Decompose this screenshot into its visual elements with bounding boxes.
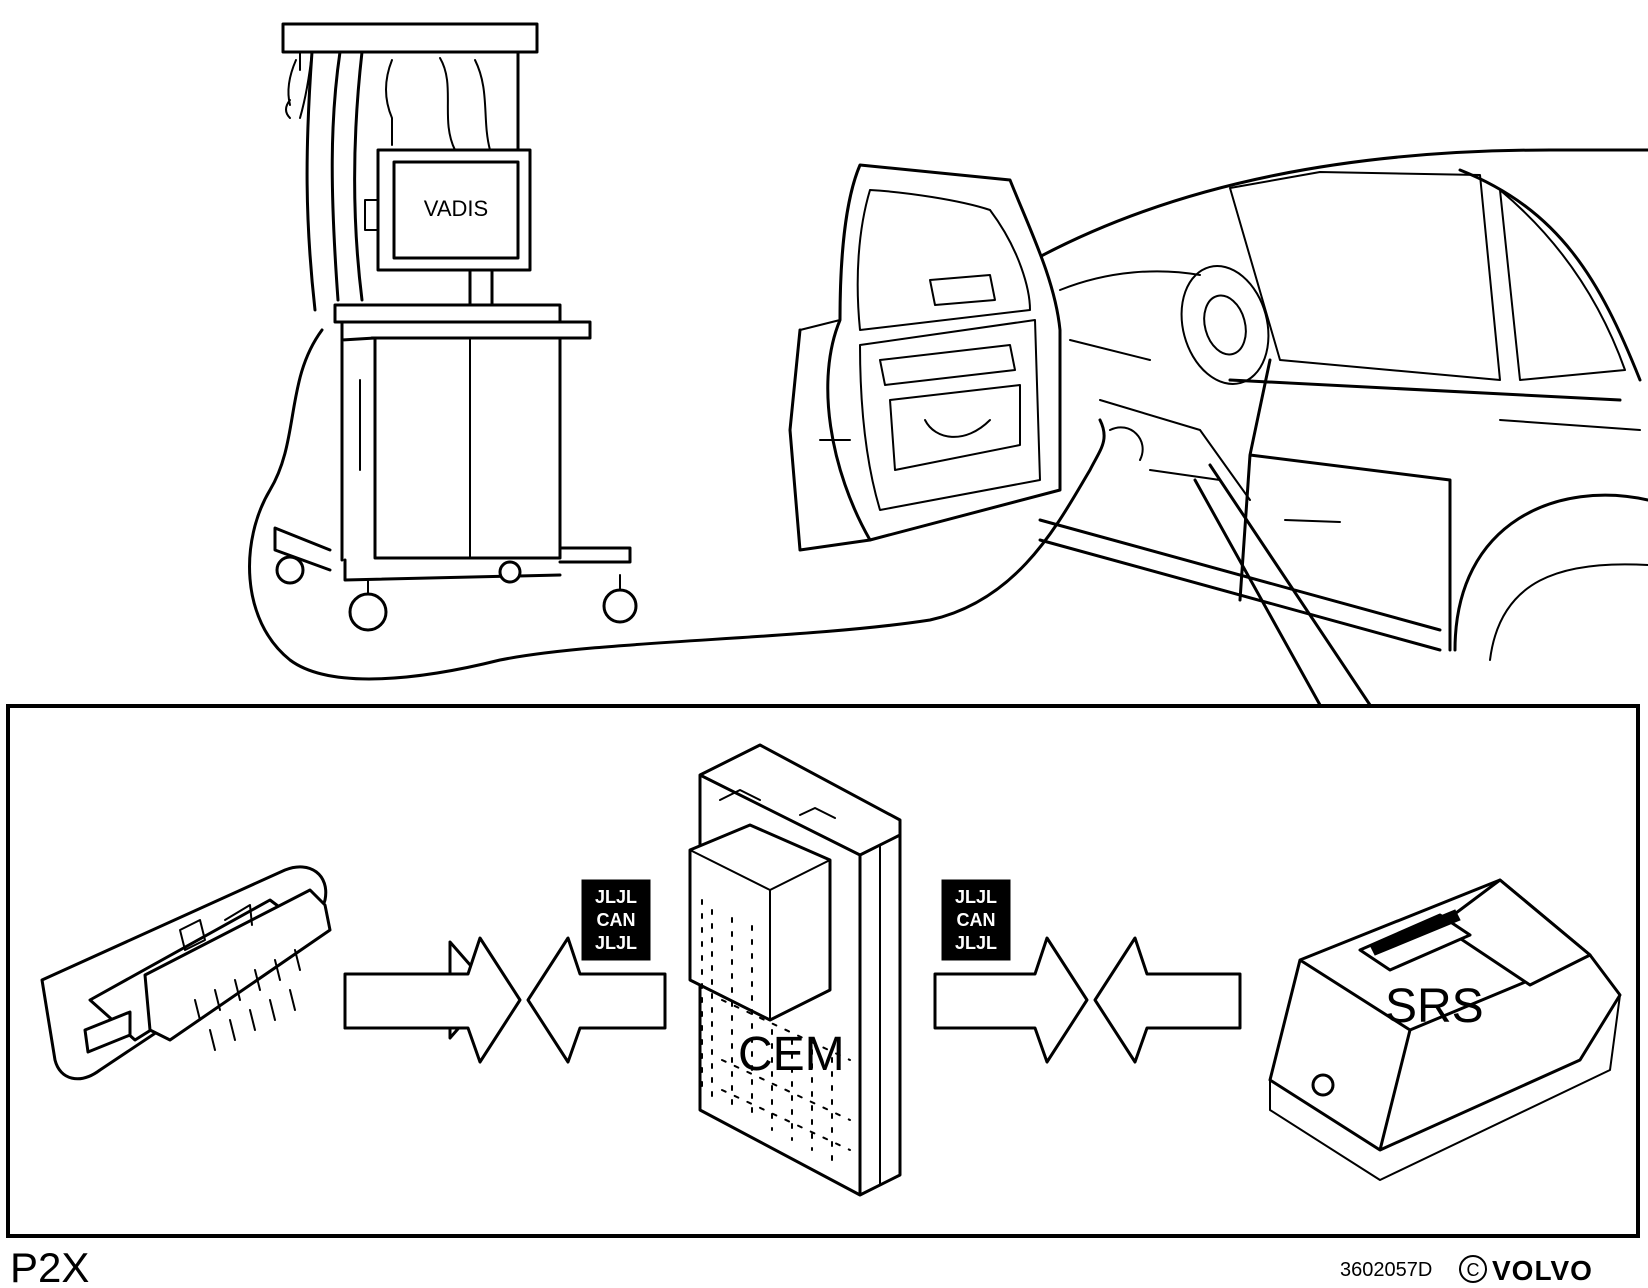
can-badge-right-line-1: JLJL <box>955 887 997 907</box>
can-bus-badge-right: JLJL CAN JLJL <box>941 879 1011 961</box>
left-arrow-body-right <box>526 936 667 1064</box>
cem-module: CEM <box>688 743 902 1197</box>
srs-module: SRS <box>1268 878 1622 1181</box>
can-badge-left-line-1: JLJL <box>595 887 637 907</box>
copyright-mark <box>1459 1255 1487 1283</box>
can-badge-right-line-2: CAN <box>957 910 996 930</box>
volvo-logo: VOLVO <box>1492 1255 1593 1286</box>
diagnostic-cable <box>248 328 1106 681</box>
can-badge-left-line-3: JLJL <box>595 933 637 953</box>
diagnostic-connector <box>40 865 332 1081</box>
can-badge-left-line-2: CAN <box>597 910 636 930</box>
cem-label: CEM <box>738 1028 845 1081</box>
car-illustration <box>788 148 1648 707</box>
inset-frame <box>6 704 1640 1238</box>
platform-code: P2X <box>10 1244 89 1288</box>
can-badge-right-line-3: JLJL <box>955 933 997 953</box>
right-arrow-body-right <box>1093 936 1242 1064</box>
copyright-letter: C <box>1467 1260 1480 1280</box>
figure-id: 3602057D <box>1340 1259 1432 1281</box>
left-arrow-body <box>343 936 522 1064</box>
srs-label: SRS <box>1385 980 1484 1033</box>
can-bus-badge-left: JLJL CAN JLJL <box>581 879 651 961</box>
vadis-label: VADIS <box>424 196 488 221</box>
right-arrow-body-left <box>933 936 1089 1064</box>
vadis-workstation: VADIS <box>273 22 638 632</box>
